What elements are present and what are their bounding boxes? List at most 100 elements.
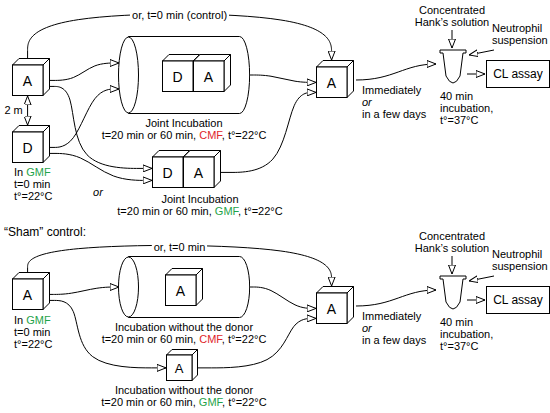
annotation: Concentrated Hank’s solution [410,230,494,254]
annotation-text: t°=22°C [14,190,52,202]
annotation-text: “Sham” control: [4,225,86,239]
cube-face: D [162,61,193,92]
annotation: Concentrated Hank’s solution [410,4,494,28]
sample-cube: A [166,349,198,381]
text-line: or [362,322,426,334]
text-line: Neutrophil suspension [492,248,548,272]
cube-front [166,275,197,306]
sample-cube: A [316,60,354,98]
text-line: Concentrated Hank’s solution [410,230,494,254]
cube-side [192,350,198,381]
sample-cube: A [316,286,354,324]
assay-label: CL assay [493,67,543,81]
incubation-caption: t=20 min or 60 min, [102,129,196,141]
annotation-text: GMF [26,166,50,178]
assay-rig [356,30,494,83]
annotation: Neutrophil suspension [492,22,548,46]
annotation-text: 40 min incubation, t°=37°C [440,90,493,126]
sample-letter: A [327,75,336,91]
sample-letter: A [23,73,32,89]
flow-arrow [50,153,152,180]
annotation-text: Neutrophil suspension [492,248,548,272]
cube-front [317,293,348,324]
sample-cube: A [193,54,231,92]
cylinder-caption: Incubation without the donort=20 min or … [102,321,267,345]
text-line: InGMF [14,166,52,178]
annotation-text: Immediately [362,310,421,322]
flow-arrow [250,75,316,82]
edge-label: or, t=0 min [152,241,208,254]
cube-front [153,157,184,188]
incubation-caption: Incubation without the donor [115,321,253,333]
annotation-text: In [14,166,23,178]
transfer-arrow [356,64,436,80]
cube-side [224,55,231,92]
sample-cube: A [12,272,50,310]
incubation-caption: CMF [199,333,222,345]
text-line: 40 min incubation, t°=37°C [440,90,500,126]
annotation-text: Concentrated Hank’s solution [415,4,489,28]
cylinder-opening [119,257,139,317]
sample-letter: D [172,69,182,85]
annotation-text: GMF [26,314,50,326]
cube-face: A [12,65,43,96]
annotation-text: 40 min incubation, t°=37°C [440,316,493,352]
annotation: Incubation without the donort=20 min or … [101,384,266,408]
text-line: t=0 min [14,178,52,190]
annotation: “Sham” control: [4,226,86,239]
text-line: t=0 min [14,326,52,338]
assay-rig [356,256,494,309]
text-line: Neutrophil suspension [492,22,548,46]
incubation-caption: CMF [199,129,222,141]
assay-box: CL assay [486,286,550,314]
cube-front [194,61,225,92]
text-line: in a few days [362,108,426,120]
cube-face: D [12,132,43,163]
cylinder-caption: Joint Incubationt=20 min or 60 min,CMF, … [102,117,267,141]
edge-label: or [91,186,105,199]
text-line: in a few days [362,334,426,346]
text-line: t°=22°C [14,190,52,202]
annotation-text: t=0 min [14,326,50,338]
text-line: 40 min incubation, t°=37°C [440,316,500,352]
cube-side [347,287,354,324]
sample-cube: A [12,58,50,96]
cylinder-body [129,257,250,318]
cube-front [13,65,44,96]
cube-face: D [152,157,183,188]
incubation-caption: , t°=22°C [222,129,267,141]
sample-letter: A [327,301,336,317]
annotation-text: in a few days [362,108,426,120]
cube-front [13,132,44,163]
annotation-text: Neutrophil suspension [492,22,548,46]
assay-arrow [467,74,485,75]
text-line: or [362,96,426,108]
text-line: t=20 min or 60 min,GMF, t°=22°C [117,205,282,217]
incubation-cylinder: Joint Incubationt=20 min or 60 min,CMF, … [118,36,250,114]
text-line: t=20 min or 60 min,CMF, t°=22°C [102,333,267,345]
text-line: Joint Incubation [117,193,282,205]
reagent-arrow [469,50,494,55]
cube-face: A [183,157,214,188]
annotation-text: GMF [199,396,222,408]
edge-label: 2 m [2,104,24,117]
cube-face: A [166,355,192,381]
annotation: InGMFt=0 mint°=22°C [14,166,52,202]
flow-arrow [50,63,119,80]
assay-box: CL assay [486,60,550,88]
cube-front [163,61,194,92]
annotation: Immediatelyorin a few days [362,310,426,346]
text-line: “Sham” control: [4,226,86,239]
cube-side [43,126,50,163]
text-line: Concentrated Hank’s solution [410,4,494,28]
text-line: Immediately [362,84,426,96]
incubation-cylinder: Incubation without the donort=20 min or … [118,256,250,318]
annotation-text: , t°=22°C [222,396,267,408]
text-line: Joint Incubation [102,117,267,129]
annotation: InGMFt=0 mint°=22°C [14,314,52,350]
text-line: Immediately [362,310,426,322]
cube-face: A [316,293,347,324]
annotation-text: Immediately [362,84,421,96]
sample-letter: A [176,283,185,299]
cube-side [43,59,50,96]
